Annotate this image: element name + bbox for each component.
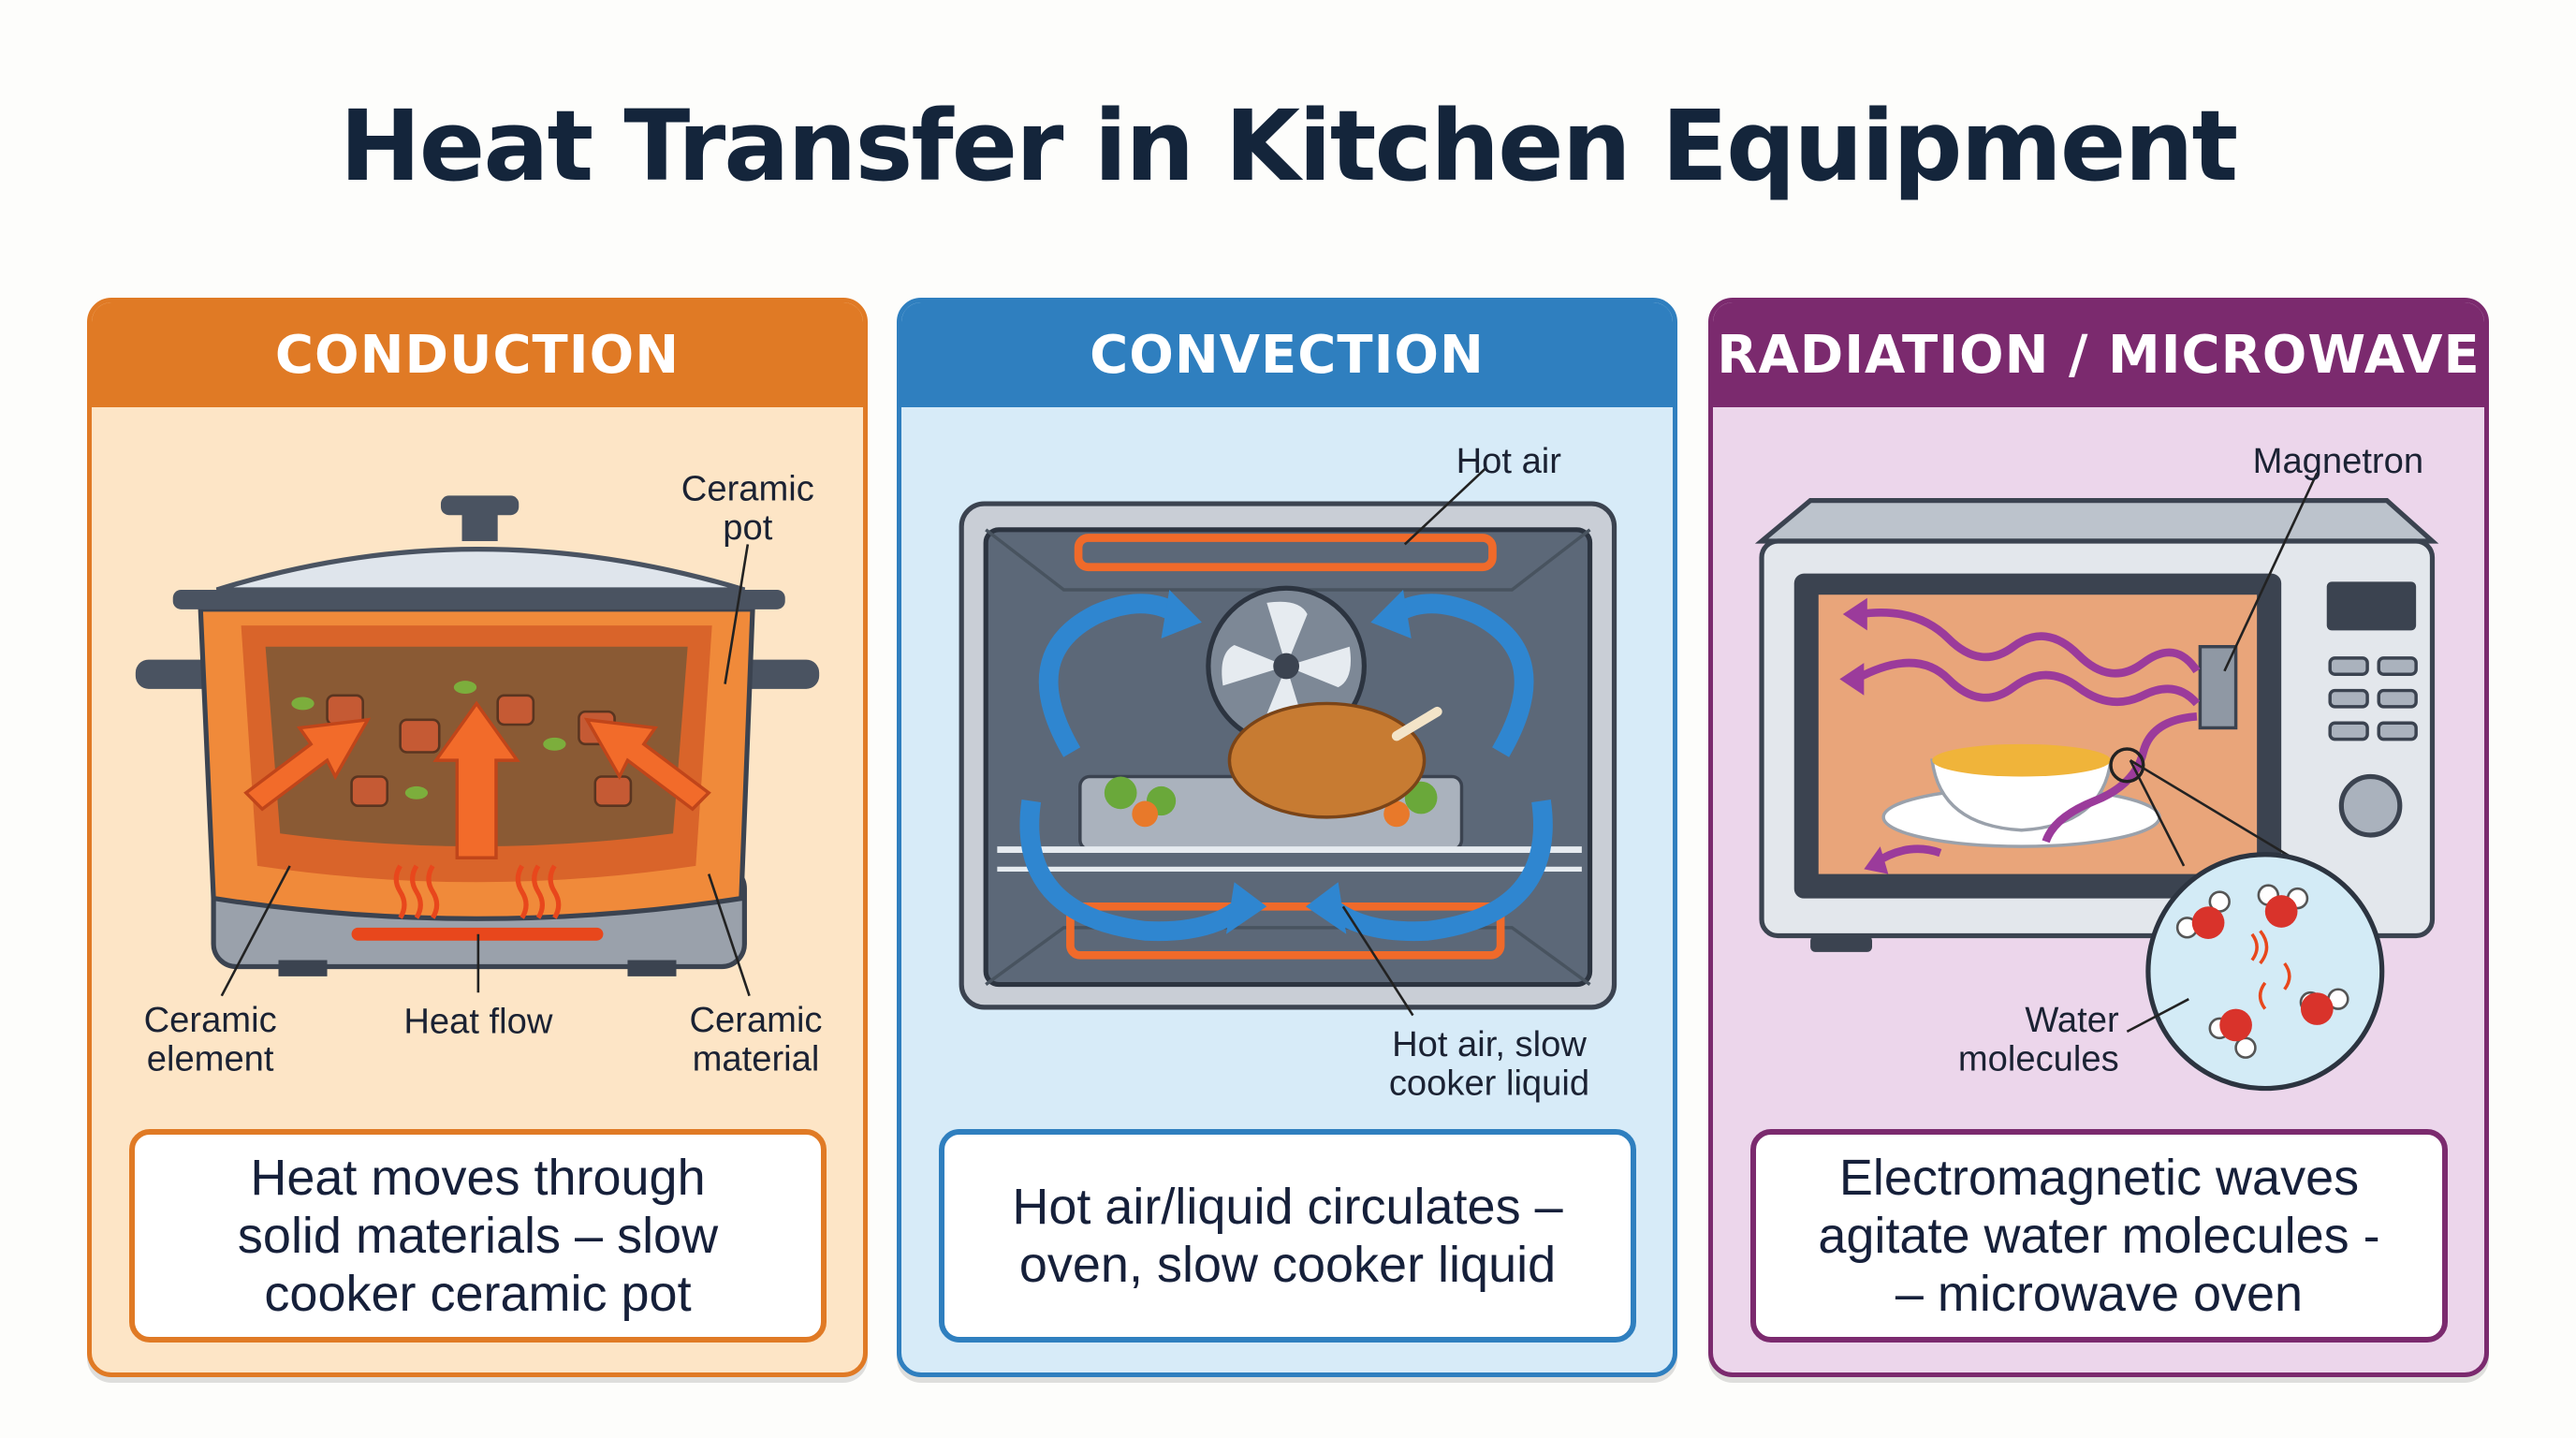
radiation-caption: Electromagnetic waves agitate water mole… (1750, 1129, 2448, 1343)
caption-line: Hot air/liquid circulates – (1012, 1179, 1563, 1235)
caption-line: – microwave oven (1895, 1266, 2304, 1322)
caption-line: solid materials – slow (237, 1208, 719, 1264)
left-handle (135, 659, 217, 689)
conduction-heading: CONDUCTION (92, 302, 863, 407)
ceramic-pot-label-line2: pot (723, 507, 772, 548)
caption-line: Electromagnetic waves (1838, 1150, 2360, 1206)
water-molecule-icons (2175, 884, 2349, 1059)
convection-caption: Hot air/liquid circulates – oven, slow c… (939, 1129, 1636, 1343)
rim (172, 590, 785, 609)
caption-line: oven, slow cooker liquid (1018, 1237, 1557, 1293)
bottom-heating-element (1066, 902, 1505, 960)
radiation-panel: RADIATION / MICROWAVE (1708, 298, 2489, 1377)
oven-illustration: Hot air Hot air, slow cooker liquid (959, 441, 1617, 1104)
microwave-illustration: Magnetron Water molecules (1754, 441, 2439, 1092)
glass-lid (215, 547, 746, 593)
conduction-panel: CONDUCTION Ceramic pot Ceramic (87, 298, 868, 1377)
circulation-arrows (1019, 594, 1553, 942)
conduction-caption: Heat moves through solid materials – slo… (129, 1129, 827, 1343)
display (2326, 581, 2417, 631)
water-molecules-label: Water (2025, 1000, 2119, 1040)
slow-cooker-illustration: Ceramic pot Ceramic element Heat flow Ce… (135, 469, 823, 1078)
ceramic-element-label: Ceramic (144, 1000, 277, 1040)
dial (2338, 773, 2403, 838)
top-heating-element (1074, 534, 1497, 572)
hot-air-label: Hot air (1456, 441, 1562, 481)
caption-line: agitate water molecules - (1818, 1208, 2380, 1264)
keypad (2328, 656, 2418, 741)
caption-line: cooker ceramic pot (264, 1266, 692, 1322)
ceramic-material-label: Ceramic (689, 1000, 822, 1040)
hot-air-liquid-label: Hot air, slow (1392, 1024, 1587, 1064)
heat-flow-arrows (243, 700, 711, 859)
ceramic-element-label-line2: element (147, 1038, 274, 1078)
roast-chicken (1227, 701, 1427, 819)
magnetron (2198, 644, 2238, 730)
ceramic-material-label-line2: material (693, 1038, 820, 1078)
page-title: Heat Transfer in Kitchen Equipment (339, 89, 2238, 203)
convection-panel: CONVECTION Hot air Hot air, slow cooker … (897, 298, 1677, 1377)
heat-waves (393, 864, 562, 919)
ceramic-pot-label: Ceramic (681, 469, 814, 509)
lid-knob (440, 495, 520, 516)
caption-line: Heat moves through (250, 1150, 706, 1206)
heat-flow-label: Heat flow (403, 1002, 552, 1042)
water-molecules-label-line2: molecules (1958, 1038, 2119, 1078)
radiation-heading: RADIATION / MICROWAVE (1713, 302, 2484, 407)
convection-heading: CONVECTION (901, 302, 1673, 407)
magnetron-label: Magnetron (2253, 441, 2423, 481)
right-handle (738, 659, 820, 689)
hot-air-liquid-label-line2: cooker liquid (1389, 1064, 1589, 1104)
